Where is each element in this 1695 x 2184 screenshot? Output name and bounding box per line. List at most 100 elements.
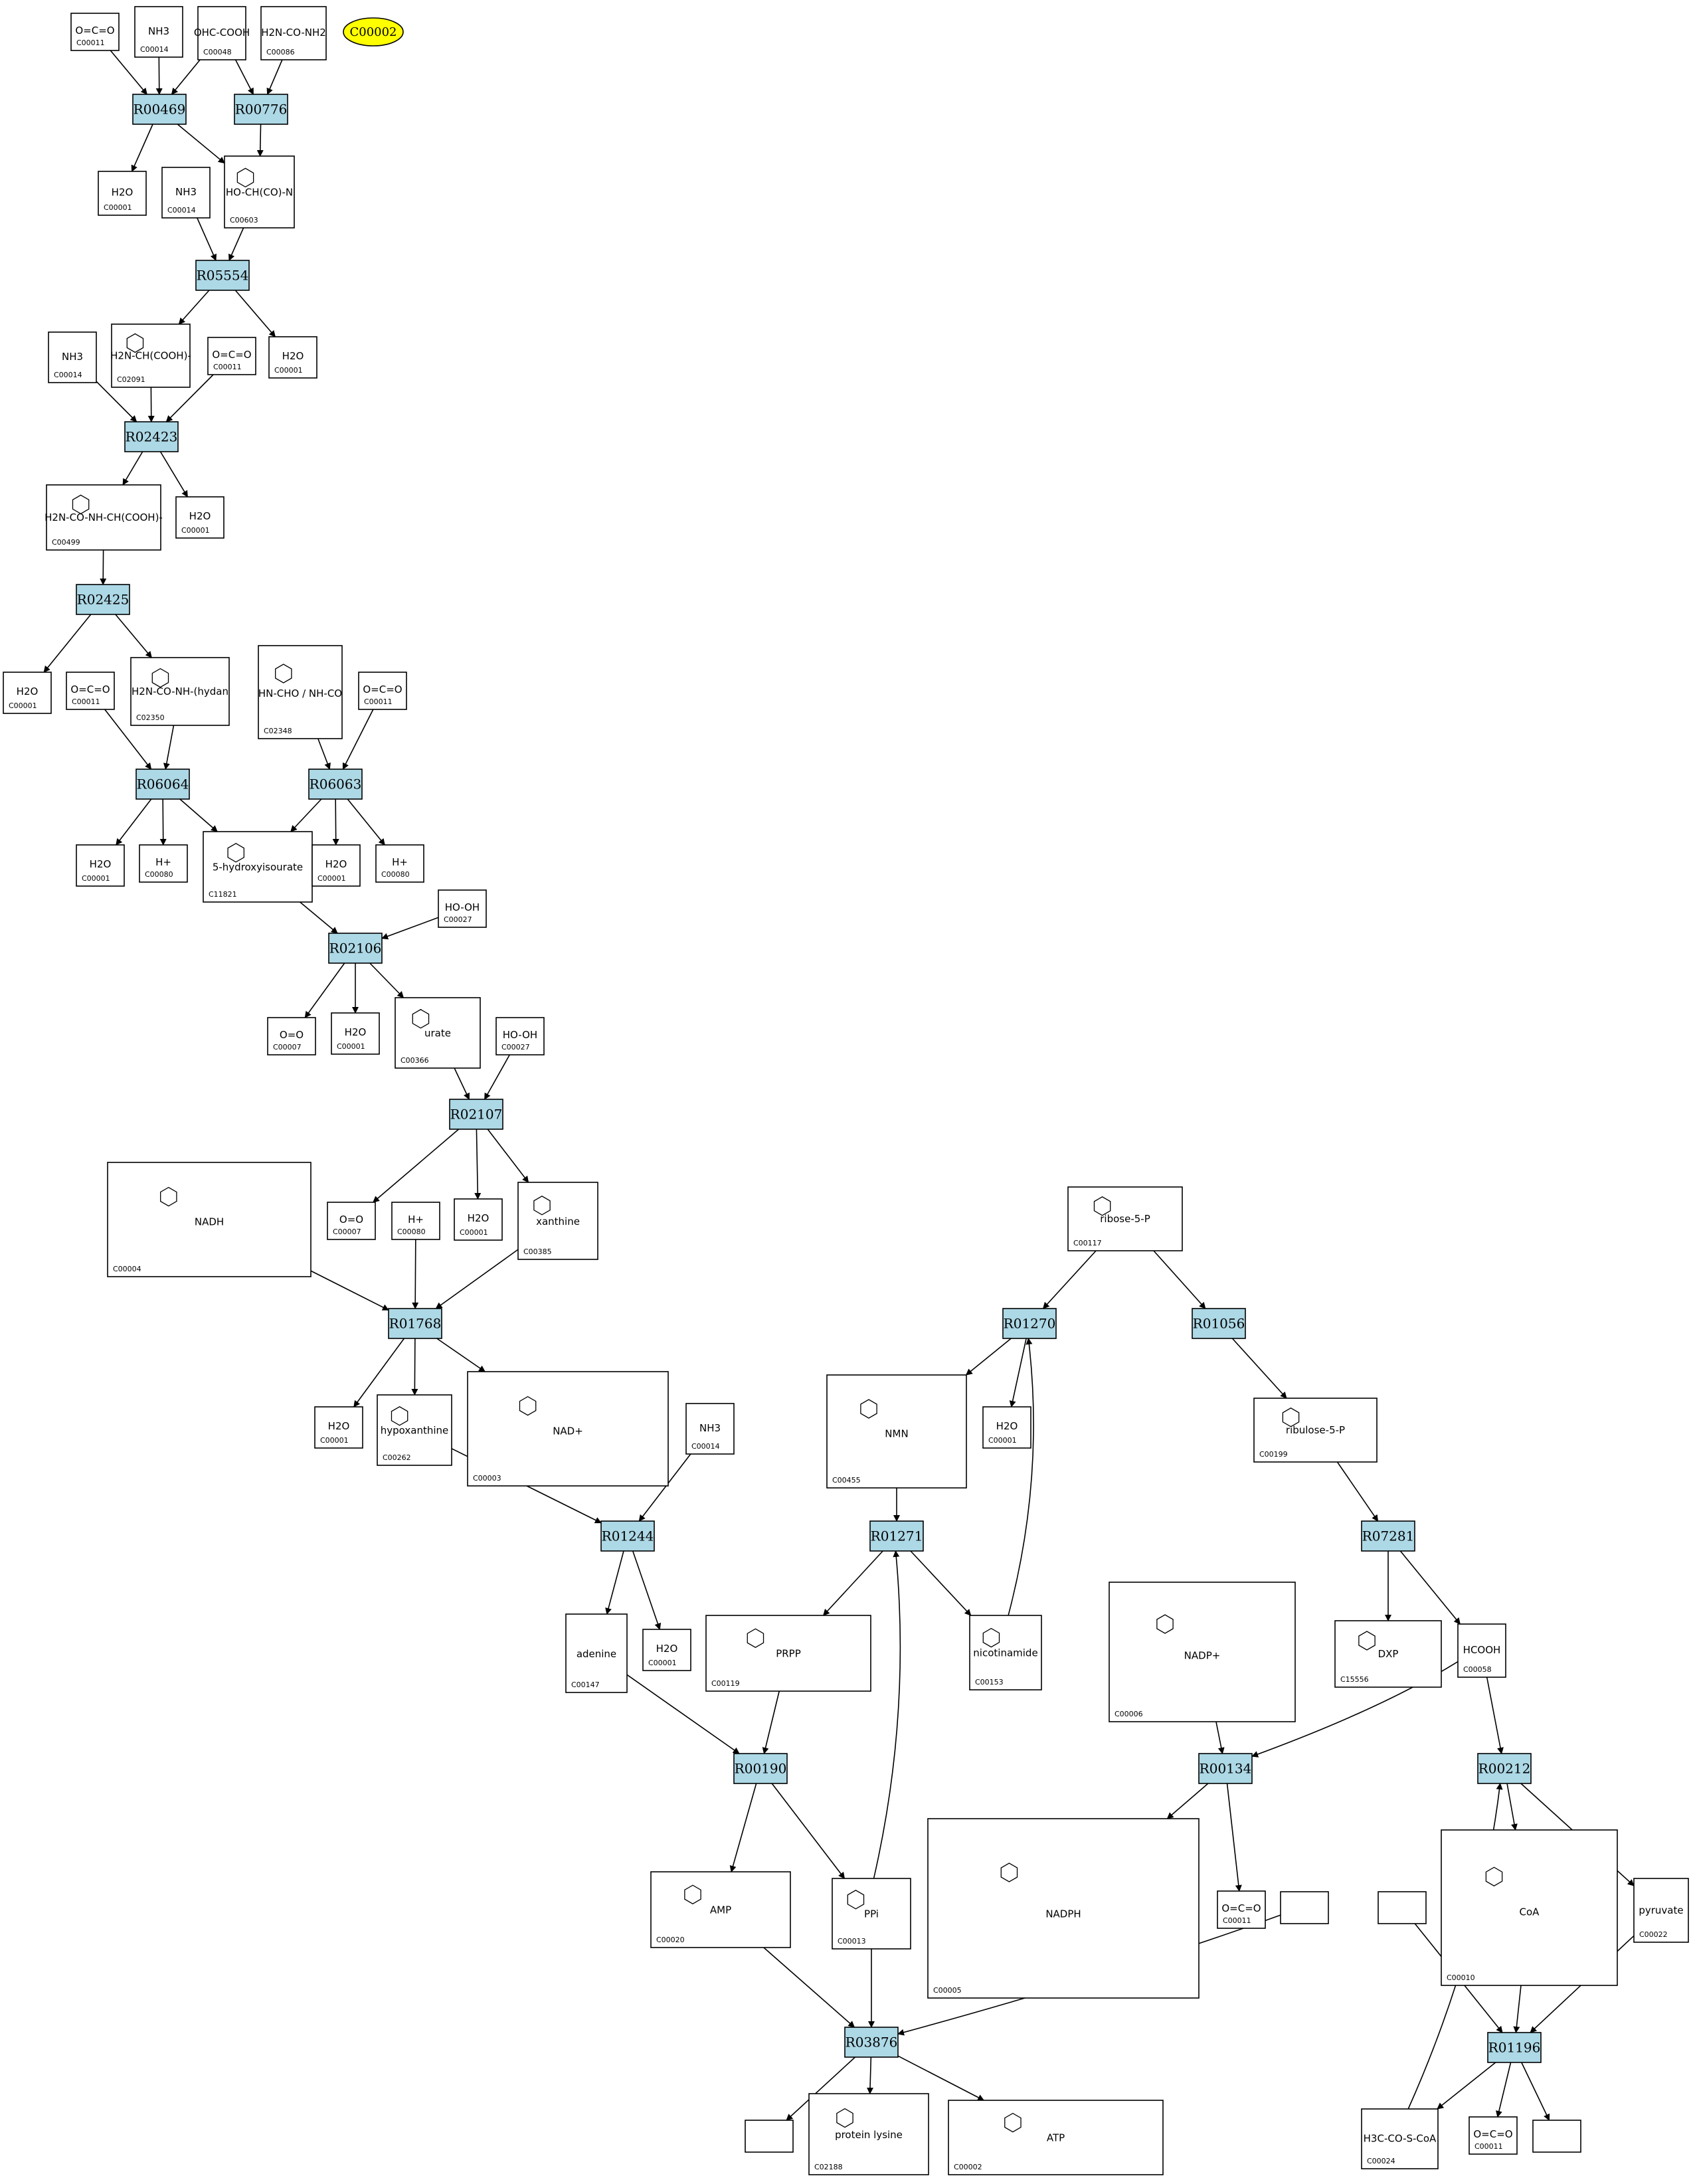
reaction-node-r01196[interactable]: R01196 [1487,2032,1542,2063]
compound-id-label: C00001 [317,874,346,883]
compound-id-label: C00005 [933,1986,962,1995]
reaction-node-r07281[interactable]: R07281 [1361,1520,1415,1552]
reaction-node-r00776[interactable]: R00776 [234,94,288,125]
reaction-node-r01056[interactable]: R01056 [1192,1308,1246,1339]
compound-node-c00080[interactable]: H+C00080 [139,844,188,883]
compound-node-c00003[interactable]: NAD+C00003 [467,1371,669,1487]
compound-node-c00006[interactable]: NADP+C00006 [1109,1582,1296,1722]
compound-node-c02091[interactable]: H2N-CH(COOH)-C02091 [110,323,191,388]
structure-formula: H2O [328,1420,350,1432]
reaction-node-r01768[interactable]: R01768 [388,1308,442,1339]
reaction-node-r01271[interactable]: R01271 [869,1520,924,1552]
reaction-edge [159,451,189,498]
reaction-node-r03876[interactable]: R03876 [844,2027,899,2058]
reaction-node-r00469[interactable]: R00469 [132,94,187,125]
compound-node-c00080[interactable]: H+C00080 [375,844,424,883]
reaction-node-r06064[interactable]: R06064 [135,769,190,800]
compound-box [111,323,191,388]
reaction-node-r00212[interactable]: R00212 [1477,1753,1532,1784]
reaction-node-r01244[interactable]: R01244 [600,1520,655,1552]
target-compound-node[interactable]: C00002 [343,17,404,46]
compound-node-empty[interactable] [1378,1891,1427,1924]
compound-node-empty[interactable] [1532,2120,1581,2153]
compound-node-empty[interactable] [745,2120,794,2153]
compound-box [826,1374,967,1489]
structure-formula: H2N-CO-NH-(hydan [132,685,228,697]
reaction-node-r00134[interactable]: R00134 [1198,1753,1253,1784]
reaction-node-r06063[interactable]: R06063 [308,769,363,800]
reaction-node-r02423[interactable]: R02423 [124,421,179,452]
compound-node-c00080[interactable]: H+C00080 [391,1202,440,1240]
reaction-node-r05554[interactable]: R05554 [195,260,250,291]
reaction-edge [171,59,201,95]
ring-glyph [519,1396,537,1416]
compound-node-empty[interactable] [1280,1891,1329,1924]
reaction-node-r02425[interactable]: R02425 [76,584,130,615]
reaction-box [135,769,190,800]
compound-id-label: C11821 [209,890,237,899]
reaction-edge [256,124,264,157]
reaction-node-r02106[interactable]: R02106 [328,933,383,964]
reaction-edge [1226,1783,1242,1892]
reaction-node-r01270[interactable]: R01270 [1002,1308,1057,1339]
reaction-node-r00190[interactable]: R00190 [733,1753,788,1784]
reaction-node-r02107[interactable]: R02107 [449,1099,503,1130]
reaction-edge [965,1338,1012,1376]
reaction-edge [822,1550,883,1616]
compound-id-label: C00011 [72,697,100,706]
reaction-edge [1399,1550,1461,1625]
compound-node-c00499[interactable]: H2N-CO-NH-CH(COOH)-C00499 [45,484,163,551]
